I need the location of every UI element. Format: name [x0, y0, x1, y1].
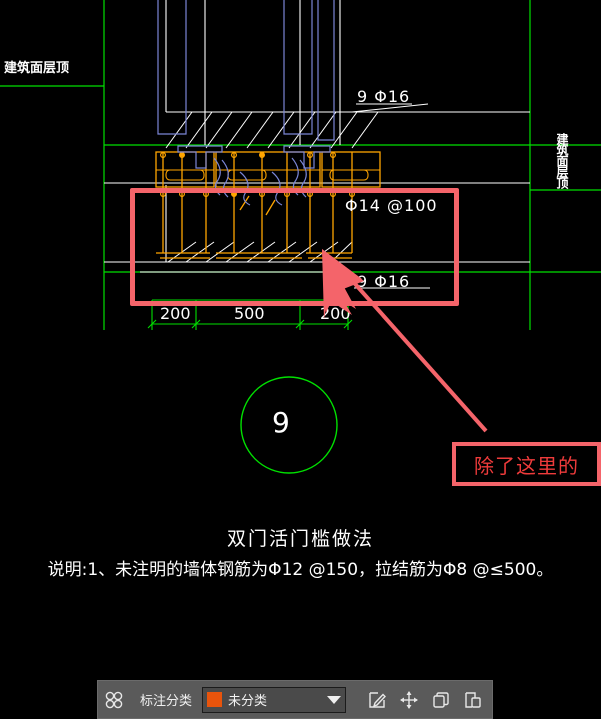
- annotation-highlight-rectangle[interactable]: [130, 188, 459, 306]
- blue-right-leaf: [317, 0, 335, 141]
- top-rebar-leaders: [165, 111, 379, 149]
- label-floor-top-right: 建筑面层顶: [555, 133, 569, 188]
- paste-icon[interactable]: [458, 685, 488, 715]
- rebar-filled-dots: [180, 152, 264, 196]
- category-color-swatch: [207, 692, 223, 707]
- annotation-callout-text: 除了这里的: [474, 453, 579, 478]
- grid-icon[interactable]: [104, 685, 124, 715]
- annotation-toolbar[interactable]: 标注分类 未分类: [97, 680, 493, 719]
- category-label: 标注分类: [140, 694, 193, 709]
- label-stirrup-spacing: Φ14 @100: [345, 196, 438, 215]
- copy-icon[interactable]: [426, 685, 456, 715]
- blue-hardware-elements: [157, 0, 331, 206]
- annotation-callout-box[interactable]: 除了这里的: [452, 442, 601, 486]
- annotation-arrow[interactable]: [300, 235, 560, 465]
- top-rebar-leader-to-label: [351, 103, 429, 113]
- label-floor-top-left: 建筑面层顶: [4, 61, 70, 76]
- label-top-rebar: 9 Φ16: [357, 87, 411, 106]
- drawing-caption-note: 说明:1、未注明的墙体钢筋为Φ12 @150，拉结筋为Φ8 @≤500。: [47, 560, 554, 580]
- move-icon[interactable]: [394, 685, 424, 715]
- detail-marker-number: 9: [272, 406, 290, 439]
- dimension-right: 200: [320, 304, 351, 323]
- category-selected-value: 未分类: [228, 694, 268, 709]
- edit-icon[interactable]: [362, 685, 392, 715]
- white-section-lines: [104, 0, 530, 263]
- category-dropdown[interactable]: 未分类: [202, 686, 347, 713]
- chevron-down-icon[interactable]: [327, 695, 342, 704]
- rebar-inner-detail: [156, 169, 380, 181]
- bottom-rebar-leaders: [140, 241, 353, 273]
- label-bottom-rebar: 9 Φ16: [357, 272, 411, 291]
- dimension-left: 200: [160, 304, 191, 323]
- detail-marker-circle: [240, 376, 338, 474]
- dimension-middle: 500: [234, 304, 265, 323]
- drawing-caption-title: 双门活门槛做法: [226, 528, 374, 550]
